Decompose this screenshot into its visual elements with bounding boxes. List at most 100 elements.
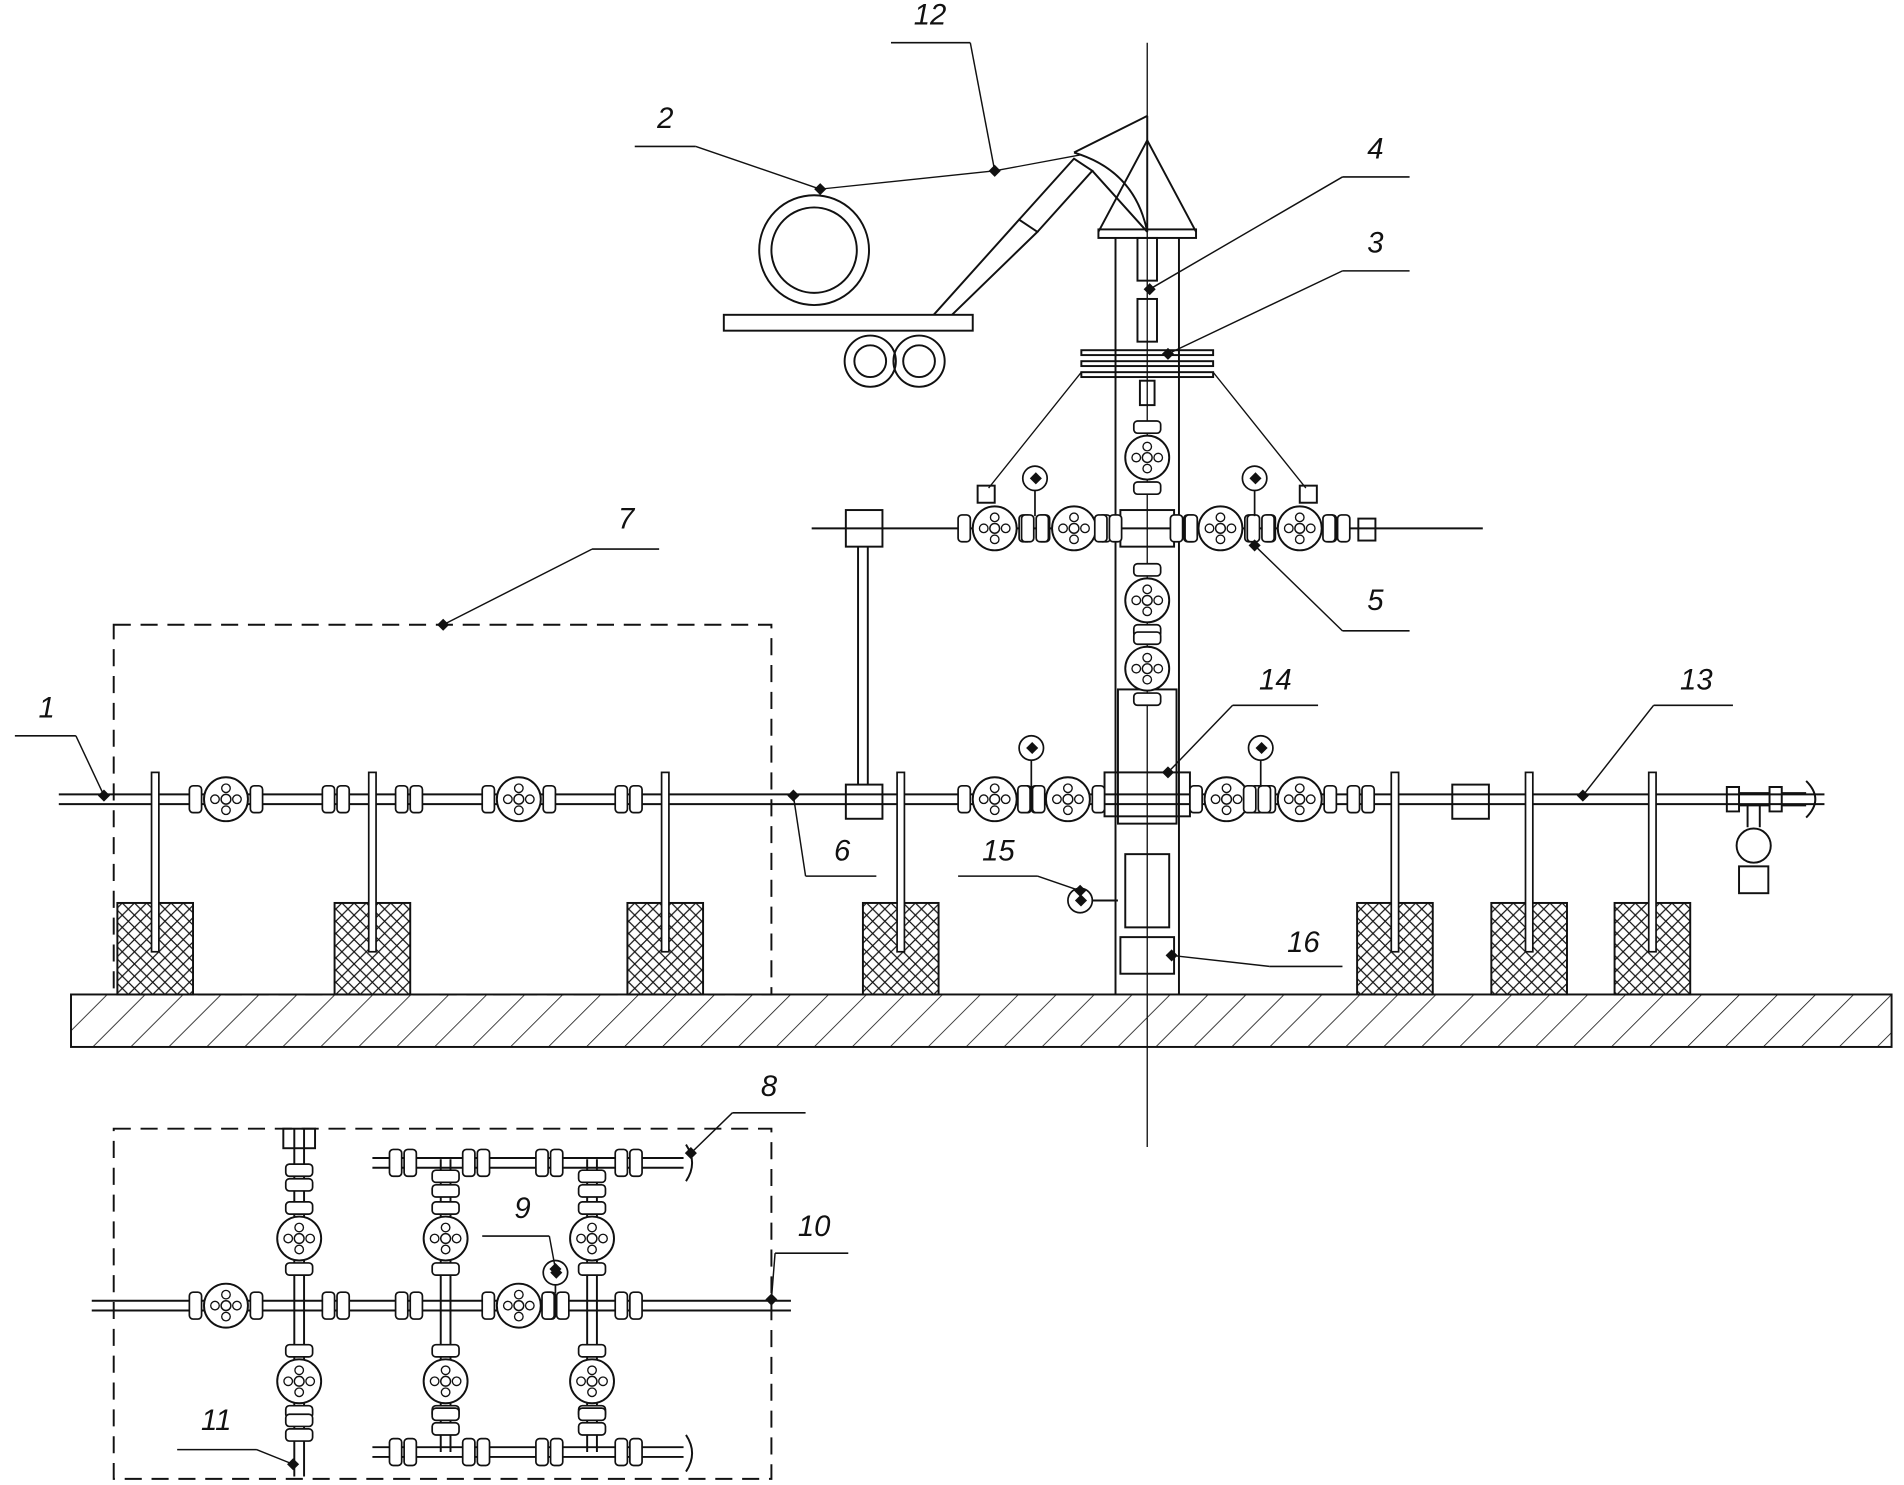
callout-label: 6 [834,834,851,867]
callout-marker [1161,766,1175,779]
valve-flange [481,1291,496,1320]
flange-joint [1242,784,1272,814]
flange [284,1163,314,1178]
valve-bolt [305,1376,316,1387]
valve-stem [1214,522,1227,534]
flange-joint [614,1148,643,1178]
valve-bolt [978,523,989,534]
callout-15: 15 [958,834,1087,897]
valve-bolt [524,1300,535,1311]
valve-bolt [502,794,513,805]
valve-bolt [221,1289,231,1300]
valve-stem [439,1375,452,1387]
valve-bolt [598,1233,608,1244]
valve-bolt [989,512,1000,523]
flange [614,784,629,814]
valve-bolt [1051,794,1062,805]
flange [431,1407,460,1422]
valve-flange [542,784,557,814]
flange [549,1148,564,1178]
valve-body [569,1358,615,1405]
valve-flange [577,1201,607,1215]
valve-body [971,505,1018,552]
valve-stem [293,1232,305,1245]
valve-stem [513,1300,525,1312]
flange [1020,514,1035,543]
valve-flange [1091,784,1106,814]
valve-bolt [294,1244,305,1255]
valve-bolt [1294,805,1305,816]
flange [1257,784,1272,814]
valve-bolt [989,805,1000,816]
support-post [1390,771,1400,953]
valve-body [422,1358,469,1405]
flange [1322,514,1337,543]
valve [422,1343,469,1419]
valve-bolt [1073,794,1084,805]
flange-joint [614,1437,643,1467]
flange-joint [1020,514,1050,543]
pressure-gauge [1241,465,1268,517]
valve-flange [957,784,972,814]
valve-bolt [502,1300,513,1311]
callout-marker [684,1147,697,1160]
callout-marker [1165,949,1178,962]
flange [1108,514,1123,543]
flange-joint [1093,514,1123,543]
flange [1361,784,1376,814]
flange [629,1148,643,1178]
flange [1035,514,1050,543]
callout-leader [792,795,807,877]
flange [431,1183,460,1198]
valve-body [1276,776,1323,823]
valve-bolt [1305,523,1316,534]
pressure-gauge [1018,734,1045,788]
callout-leader [1167,270,1343,355]
flange [284,1177,314,1192]
valve-flange [1189,784,1203,814]
valve-body [971,776,1018,823]
flange [403,1437,418,1467]
flange [284,1428,314,1442]
valve-bolt [210,794,220,805]
pipe-support [333,771,412,996]
flange-joint [535,1437,564,1467]
callout-leader [75,735,105,796]
valve-stem [1220,793,1233,805]
valve-flange [1132,692,1162,707]
valve [569,1201,615,1276]
valve [188,776,264,823]
callout-1: 1 [14,691,110,802]
flange-joint [614,784,643,814]
valve-stem [1141,663,1153,675]
valve-bolt [1232,794,1243,805]
valve [1262,776,1338,823]
flange-joint [461,1148,491,1178]
valve-flange [1132,481,1162,496]
valve-body [495,776,542,823]
valve-body [1044,776,1091,823]
valve-body [495,1282,542,1329]
support-post [150,771,160,953]
callout-leader [1582,704,1655,797]
valve-flange [1132,631,1162,646]
flange-joint [577,1407,607,1436]
pipe-support [116,771,195,996]
flange [577,1421,607,1436]
valve-stem [989,793,1001,805]
flowlines [58,509,1825,902]
valve [481,776,557,823]
callout-marker [765,1293,778,1306]
gauge-needle [1026,741,1039,755]
callout-leader [1171,954,1270,968]
callout-marker [287,1458,300,1471]
flange [577,1183,607,1198]
flange [1246,514,1261,543]
callout-marker [437,618,450,631]
flange [394,1291,409,1320]
valve-bolt [1294,512,1305,523]
valve-bolt [294,1387,305,1398]
valve-stem [586,1375,598,1387]
flange-joint [388,1148,418,1178]
